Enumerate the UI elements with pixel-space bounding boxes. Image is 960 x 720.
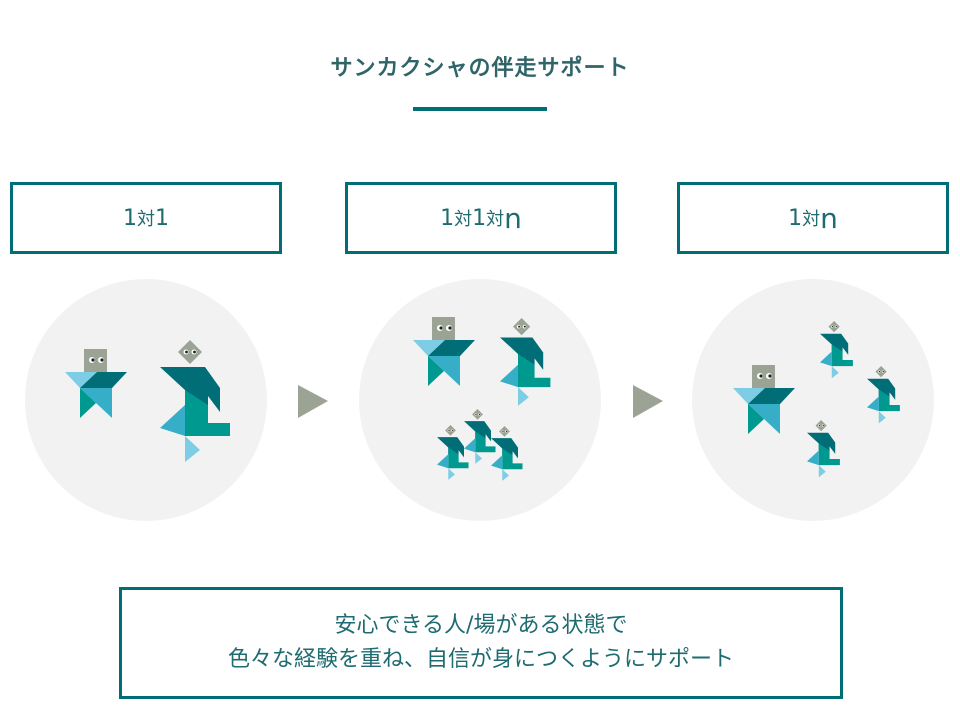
stage-text: 1 (123, 205, 137, 231)
stage-text: 対 (137, 209, 155, 230)
arrow-right-icon (633, 385, 663, 418)
arrow-right-icon (298, 385, 328, 418)
stage-text: 対 (802, 209, 821, 230)
stage-text: 1 (155, 205, 169, 231)
stage-text: 対 (454, 209, 473, 230)
stage-circle-3 (692, 279, 934, 521)
stage-text: n (504, 201, 522, 235)
stage-text: n (820, 201, 838, 235)
stage-text: 対 (486, 209, 505, 230)
stage-text: 1 (472, 205, 487, 231)
stage-circle-1 (25, 279, 267, 521)
summary-message-box: 安心できる人/場がある状態で 色々な経験を重ね、自信が身につくようにサポート (119, 587, 843, 699)
stage-text: 1 (788, 205, 803, 231)
page-title: サンカクシャの伴走サポート (330, 56, 630, 81)
summary-line-2: 色々な経験を重ね、自信が身につくようにサポート (227, 647, 734, 672)
title-underline (413, 107, 547, 111)
stage-circle-2 (359, 279, 601, 521)
summary-line-1: 安心できる人/場がある状態で (334, 613, 628, 638)
stage-text: 1 (440, 205, 455, 231)
